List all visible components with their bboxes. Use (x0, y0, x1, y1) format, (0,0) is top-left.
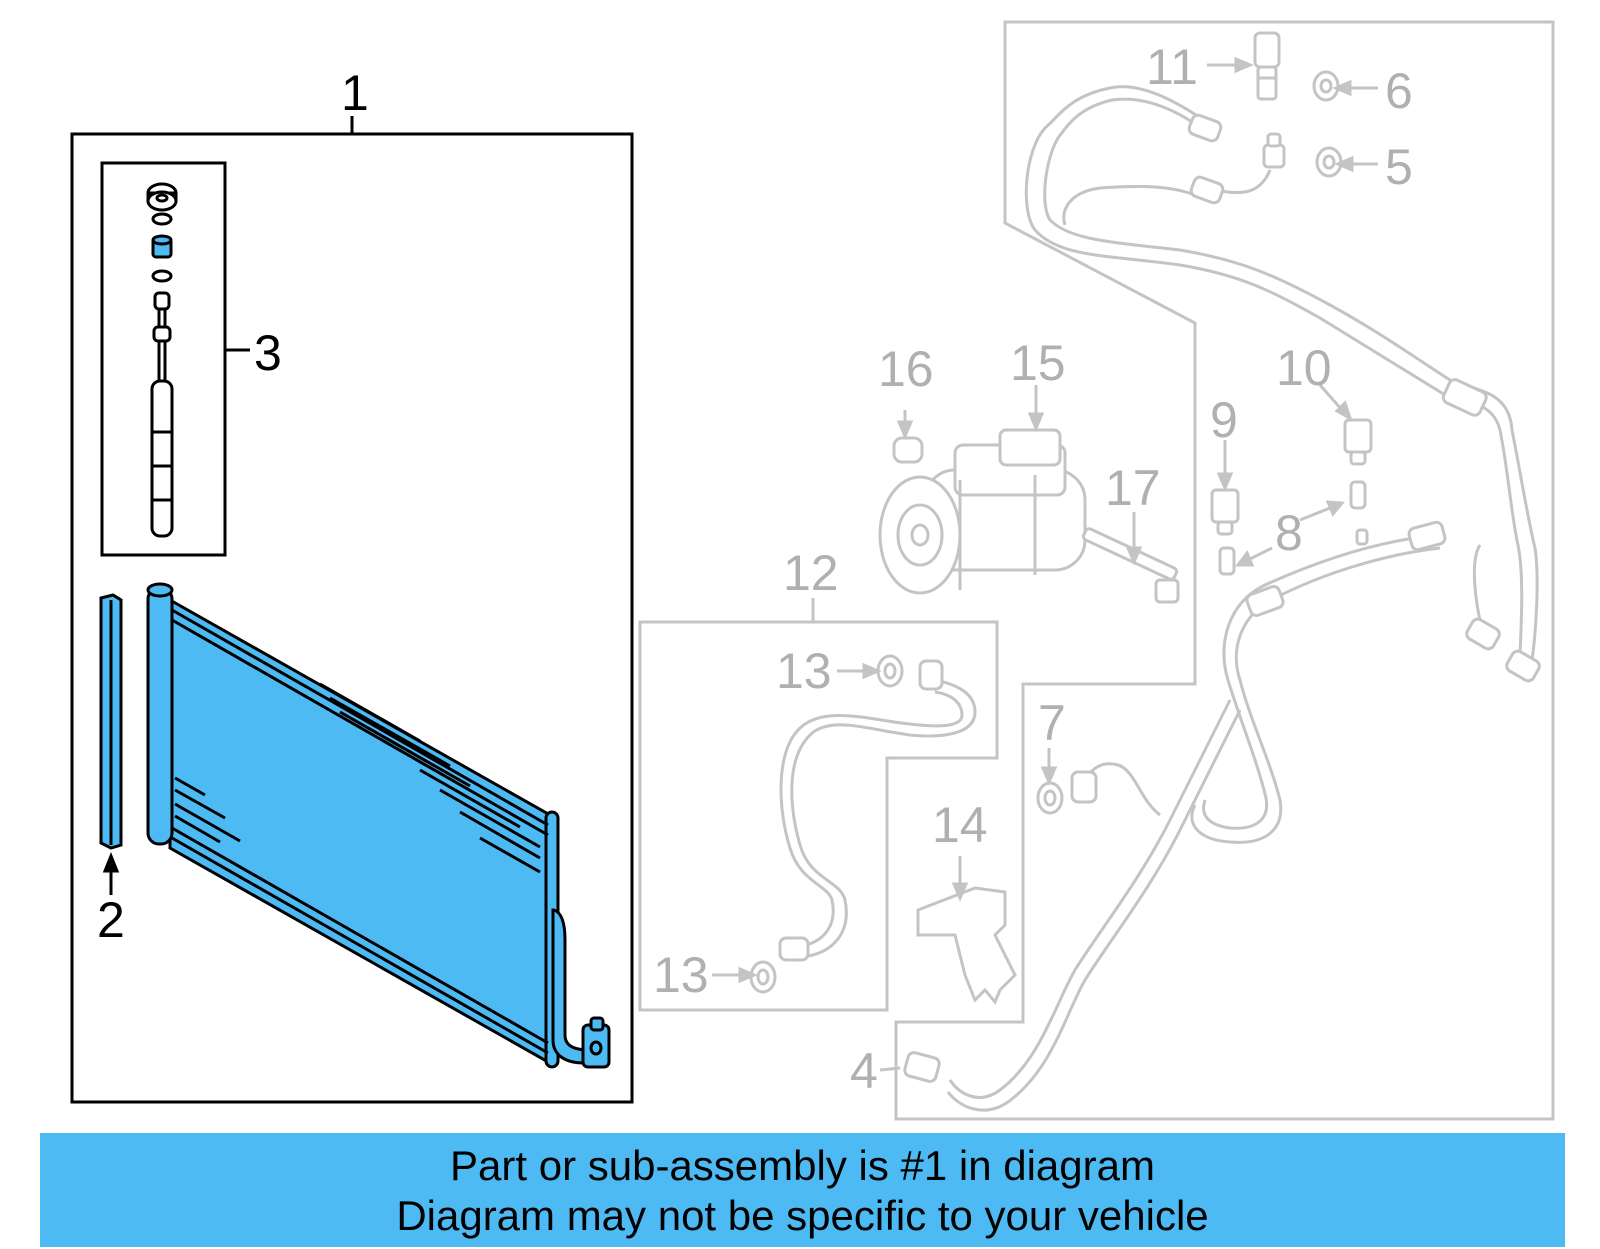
line-fitting-icon (1070, 770, 1098, 804)
callout-17: 17 (1105, 460, 1161, 516)
valve-core-icon (1349, 480, 1367, 510)
callout-7: 7 (1038, 695, 1066, 751)
banner-line-1: Part or sub-assembly is #1 in diagram (450, 1142, 1155, 1189)
callout-4: 4 (850, 1043, 878, 1099)
o-ring-icon (1036, 781, 1064, 815)
info-banner: Part or sub-assembly is #1 in diagram Di… (40, 1133, 1565, 1247)
bolt-icon (1081, 527, 1180, 604)
callout-13-top: 13 (776, 643, 832, 699)
seal-strip-icon (99, 593, 123, 850)
callout-8: 8 (1275, 505, 1303, 561)
condenser-assembly (70, 116, 634, 1104)
o-ring-icon (1315, 146, 1343, 178)
bracket-icon (916, 886, 1017, 1005)
o-ring-icon (749, 960, 777, 994)
leader-arrows (712, 56, 1378, 1072)
hose-12-box (638, 620, 999, 1012)
callout-5: 5 (1385, 139, 1413, 195)
callout-10: 10 (1276, 340, 1332, 396)
discharge-line-icon (946, 520, 1447, 1112)
drier-kit-box (100, 161, 227, 557)
service-valve-icon (1262, 132, 1286, 169)
sensor-icon (1210, 488, 1240, 536)
callout-labels: 1 2 3 4 5 6 7 8 9 10 11 12 13 13 14 15 1… (97, 39, 1413, 1099)
leader-arrow-2 (102, 851, 120, 895)
o-ring-icon (876, 654, 904, 688)
sensor-icon (1343, 418, 1373, 466)
callout-2: 2 (97, 892, 125, 948)
drier-kit-icon (146, 182, 178, 538)
callout-3: 3 (254, 325, 282, 381)
callout-9: 9 (1210, 392, 1238, 448)
callout-12: 12 (783, 545, 839, 601)
callout-16: 16 (878, 341, 934, 397)
valve-core-icon (1218, 546, 1236, 576)
refrigerant-lines-assembly (638, 20, 1555, 1121)
callout-15: 15 (1010, 335, 1066, 391)
banner-line-2: Diagram may not be specific to your vehi… (396, 1192, 1209, 1239)
condenser-icon (146, 582, 611, 1069)
pressure-switch-icon (1253, 31, 1281, 101)
compressor-icon (878, 428, 1087, 595)
line-fitting-icon (903, 1051, 941, 1083)
callout-14: 14 (932, 797, 988, 853)
hose-icon (778, 659, 977, 962)
assembly-boundary (894, 20, 1555, 1121)
plug-icon (892, 436, 924, 464)
callout-1: 1 (341, 65, 369, 121)
o-ring-icon (1312, 70, 1340, 102)
callout-6: 6 (1385, 63, 1413, 119)
suction-line-icon (1024, 85, 1541, 683)
callout-11: 11 (1146, 39, 1198, 95)
valve-core-icon (1355, 528, 1369, 546)
callout-13-bottom: 13 (653, 947, 709, 1003)
